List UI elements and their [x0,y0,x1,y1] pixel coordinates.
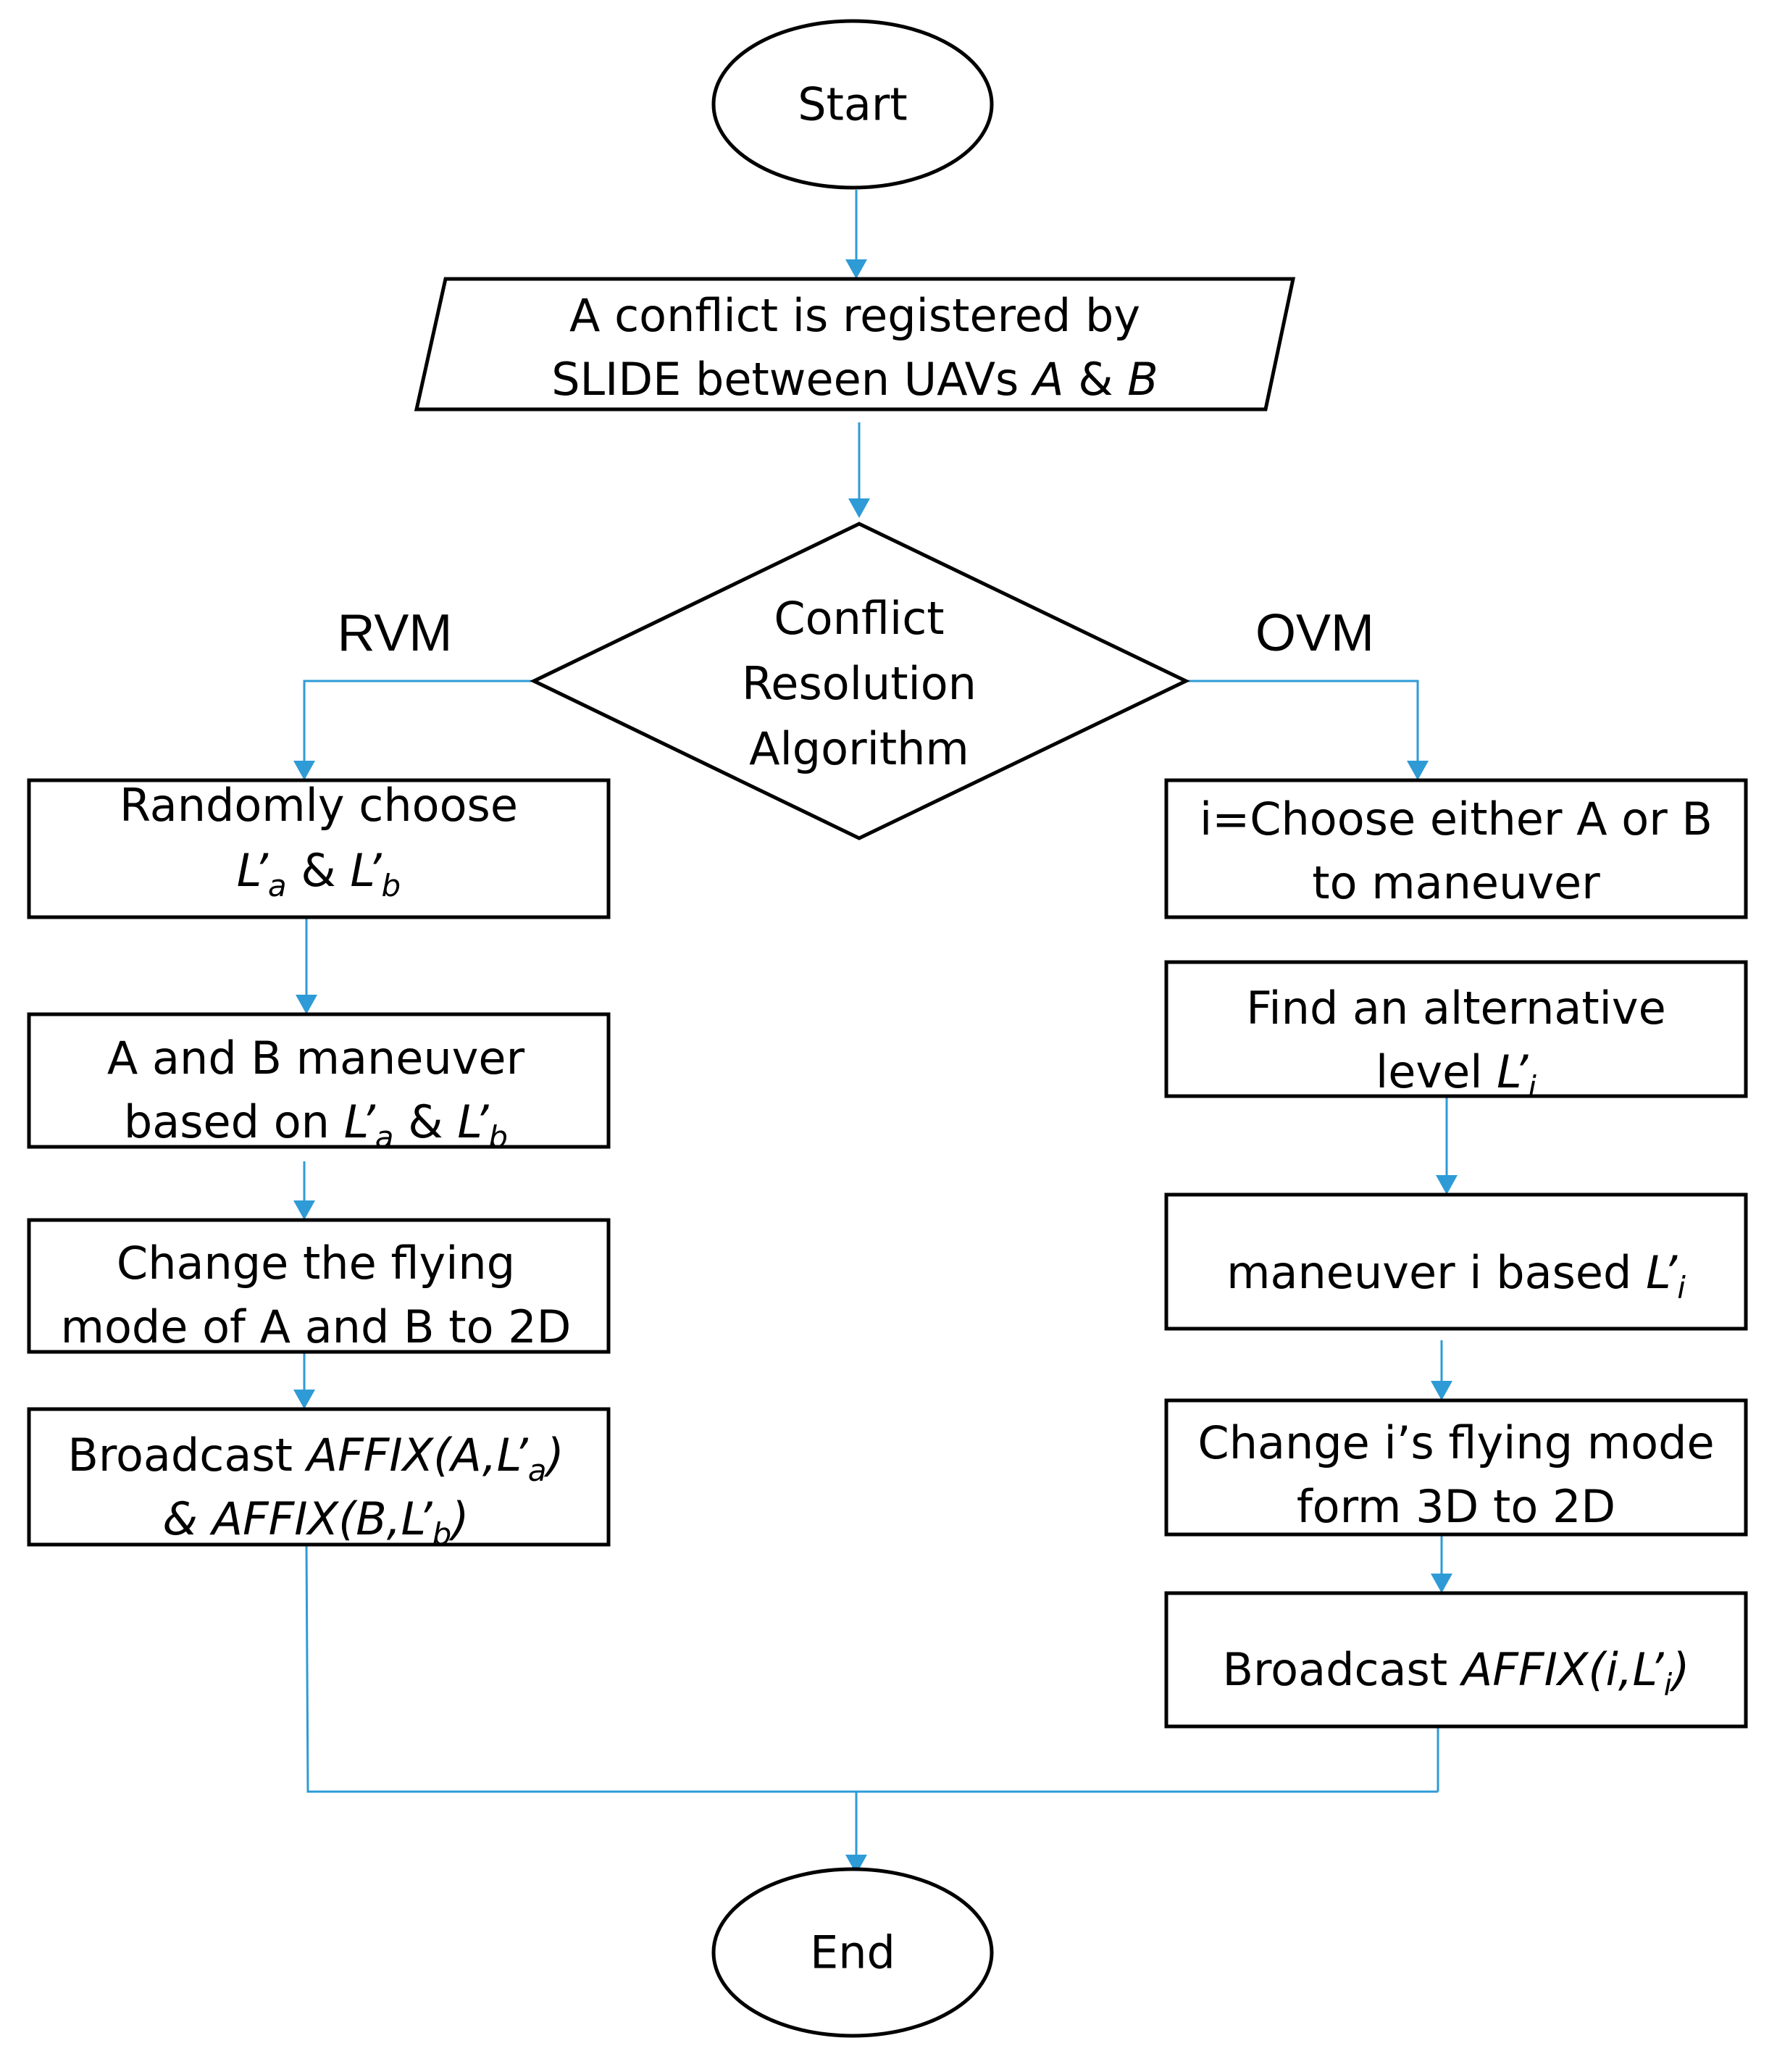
ovm-step-3: maneuver i based L’i [1164,1192,1748,1331]
ovm-step-1-line-1: i=Choose either A or B [1200,793,1713,845]
ovm-step-5: Broadcast AFFIX(i,L’i) [1164,1591,1748,1729]
arrowhead [1436,1175,1458,1195]
rvm-step-4: Broadcast AFFIX(A,L’a) & AFFIX(B,L’b) [27,1407,611,1552]
arrowhead [845,1855,867,1874]
arrowhead [848,498,870,518]
connector-decision-to-ovm [1186,680,1419,761]
rvm-step-3-line-1: Change the flying [117,1237,515,1290]
rvm-step-4-line-1: Broadcast AFFIX(A,L’a) [67,1429,564,1488]
ovm-step-2-line-2: level L’i [1376,1045,1536,1105]
arrowhead [293,1200,315,1220]
decision-line-3: Algorithm [749,722,969,775]
connector-decision-to-rvm [303,680,534,761]
ovm-step-1-line-2: to maneuver [1312,856,1600,909]
ovm-step-2-line-1: Find an alternative [1246,982,1665,1035]
start-label: Start [798,78,907,131]
decision-line-2: Resolution [742,657,977,710]
rvm-step-2: A and B maneuver based on L’a & L’b [27,1012,611,1155]
branch-label-rvm: RVM [338,604,453,662]
arrowhead [1407,761,1429,780]
ovm-step-4: Change i’s flying mode form 3D to 2D [1164,1398,1748,1537]
rvm-step-1-line-1: Randomly choose [120,779,518,832]
rvm-step-1-line-2: L’a & L’b [237,844,401,903]
start-node: Start [711,19,994,190]
connectors [293,190,1458,1874]
conflict-registered-node: A conflict is registered by SLIDE betwee… [414,277,1296,412]
end-label: End [810,1926,895,1979]
end-node: End [711,1867,994,2038]
ovm-step-5-line-1: Broadcast AFFIX(i,L’i) [1223,1643,1690,1703]
ovm-step-4-line-1: Change i’s flying mode [1197,1416,1714,1469]
decision-node: Conflict Resolution Algorithm [530,522,1190,840]
ovm-step-1: i=Choose either A or B to maneuver [1164,778,1748,919]
ovm-step-4-line-2: form 3D to 2D [1297,1480,1615,1533]
rvm-step-3-line-2: mode of A and B to 2D [61,1300,572,1353]
arrowhead [845,259,867,279]
arrowhead [296,995,317,1014]
branch-label-ovm: OVM [1255,604,1374,662]
rvm-step-1: Randomly choose L’a & L’b [27,778,611,919]
arrowhead [293,761,315,780]
rvm-step-2-line-2: based on L’a & L’b [124,1095,508,1155]
arrowhead [1431,1381,1452,1400]
ovm-step-2: Find an alternative level L’i [1164,960,1748,1105]
conflict-line-1: A conflict is registered by [569,289,1140,342]
decision-line-1: Conflict [774,592,944,645]
rvm-step-3: Change the flying mode of A and B to 2D [27,1218,611,1354]
connector-rvm-to-merge [305,1544,1438,1793]
rvm-step-4-line-2: & AFFIX(B,L’b) [163,1492,469,1552]
conflict-line-2: SLIDE between UAVs A & B [551,353,1158,406]
arrowhead [293,1390,315,1409]
rvm-step-2-line-1: A and B maneuver [107,1032,525,1085]
arrowhead [1431,1574,1452,1593]
ovm-step-3-line-1: maneuver i based L’i [1226,1246,1686,1306]
